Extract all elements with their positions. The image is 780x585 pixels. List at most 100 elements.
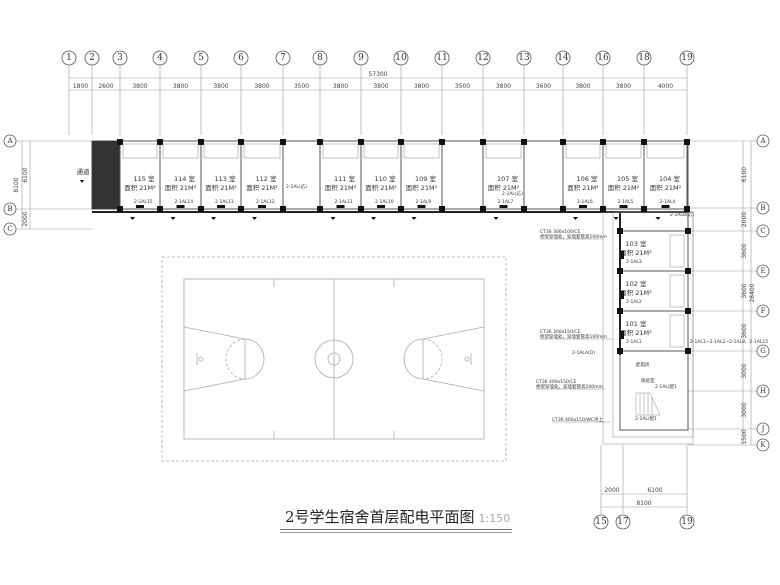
room-circuit: 2-1AL5 (618, 199, 634, 205)
room-circuit: 2-1AL7 (498, 199, 514, 205)
light-fixture-icon (573, 217, 578, 220)
light-fixture-icon (613, 217, 619, 220)
panel-box-icon (217, 205, 225, 208)
axis-label: K (760, 441, 766, 449)
stair (635, 392, 661, 416)
room-circuit: 2-1AL14 (175, 199, 194, 205)
axis-marker (756, 384, 770, 398)
room-circuit: 2-1AL12 (256, 199, 275, 205)
axis-marker (152, 50, 168, 66)
segment-dimension: 3800 (333, 83, 348, 90)
room-circuit: 2-1AL4 (660, 199, 676, 205)
segment-dimension-right: 6100 (741, 167, 748, 182)
axis-marker (756, 422, 770, 436)
bottom-overall-dimension: 8100 (636, 500, 651, 507)
bottom-segment-dimension: 6100 (647, 487, 662, 494)
axis-marker (393, 50, 409, 66)
room-area: 面积 21M² (650, 183, 682, 192)
axis-label: 19 (681, 517, 693, 527)
hatched-stair-block (92, 141, 120, 209)
scale-text: 1:150 (478, 512, 511, 525)
axis-marker (475, 50, 491, 66)
svg-text:2-1AL1~2-1AL2~2-1AL8、2-1AL15: 2-1AL1~2-1AL2~2-1AL8、2-1AL15 (690, 339, 768, 345)
room-area: 面积 21M² (124, 183, 156, 192)
panel-box-icon (258, 205, 266, 208)
axis-label: 7 (280, 53, 286, 63)
room-name: 101 室 (626, 319, 647, 328)
panel-box-icon (621, 331, 624, 339)
overall-dimension-right: 28400 (749, 283, 756, 302)
svg-text:CT36 300x100/CE: CT36 300x100/CE (540, 229, 581, 235)
segment-dimension: 3800 (575, 83, 590, 90)
segment-dimension: 3800 (496, 83, 511, 90)
room-area: 面积 21M² (608, 183, 640, 192)
axis-label: 19 (681, 53, 693, 63)
axis-label: 10 (395, 53, 407, 63)
segment-dimension-left: 2000 (22, 211, 29, 226)
segment-dimension: 3800 (173, 83, 188, 90)
room-area: 面积 21M² (365, 183, 397, 192)
tray-annotations: CT36 300x100/CE 桥架穿墙处，穿墙套管高100mm CT36 30… (286, 183, 768, 423)
room-name: 105 室 (617, 174, 638, 183)
svg-text:桥架穿墙处，穿墙套管高100mm: 桥架穿墙处，穿墙套管高100mm (536, 383, 603, 390)
light-fixture-icon (211, 217, 216, 220)
axis-marker (275, 50, 291, 66)
segment-dimension: 3800 (616, 83, 631, 90)
axis-label: 8 (317, 53, 323, 63)
axis-marker (756, 264, 770, 278)
room-circuit: 2-1AL11 (335, 199, 354, 205)
axis-label: 17 (617, 517, 629, 527)
axis-label: B (760, 204, 765, 212)
svg-text:CT36 400x150/CE: CT36 400x150/CE (536, 379, 577, 385)
segment-dimension-right: 2000 (741, 212, 748, 227)
room-name: 115 室 (134, 174, 155, 183)
svg-text:桥架穿墙处，穿墙套管高100mm: 桥架穿墙处，穿墙套管高100mm (540, 333, 607, 340)
axis-marker (434, 50, 450, 66)
room-name: 114 室 (174, 174, 195, 183)
axis-label: J (761, 425, 765, 433)
light-fixture-icon (411, 217, 417, 220)
axis-marker (756, 438, 770, 452)
axis-label: 1 (66, 53, 72, 63)
room-circuit: 2-1AL3 (626, 259, 642, 265)
axis-marker (61, 50, 77, 66)
axis-marker (756, 344, 770, 358)
svg-text:2-1AL/配1: 2-1AL/配1 (635, 416, 657, 422)
segment-dimension-right: 3600 (741, 243, 748, 258)
axis-label: 18 (638, 53, 650, 63)
right-axis-markers: ABCEFGHJK2840061002000360036003600300030… (688, 134, 770, 452)
room-circuit: 2-1AL10 (375, 199, 394, 205)
room-area: 面积 21M² (325, 183, 357, 192)
axis-marker (679, 50, 695, 66)
room-circuit: 2-1AL9 (416, 199, 432, 205)
axis-marker (353, 50, 369, 66)
axis-label: 6 (238, 53, 244, 63)
segment-dimension-right: 3600 (741, 323, 748, 338)
panel-box-icon (661, 205, 670, 208)
svg-text:CT36 400x150/WC吊上: CT36 400x150/WC吊上 (552, 416, 603, 423)
segment-dimension: 3800 (254, 83, 269, 90)
basketball-court (161, 256, 507, 462)
axis-marker (636, 50, 652, 66)
axis-label: E (760, 267, 765, 275)
room-circuit: 2-1AL6 (577, 199, 593, 205)
axis-marker (679, 514, 695, 530)
svg-text:桥架穿墙处，穿墙套管高100mm: 桥架穿墙处，穿墙套管高100mm (540, 233, 607, 240)
axis-label: 15 (595, 517, 607, 527)
room-name: 103 室 (626, 239, 647, 248)
axis-label: H (760, 387, 766, 395)
room-circuit: 2-1AL2 (626, 299, 642, 305)
room-circuit: 2-1AL13 (215, 199, 234, 205)
axis-label: 3 (117, 53, 123, 63)
room-circuit: 2-1AL15 (134, 199, 153, 205)
